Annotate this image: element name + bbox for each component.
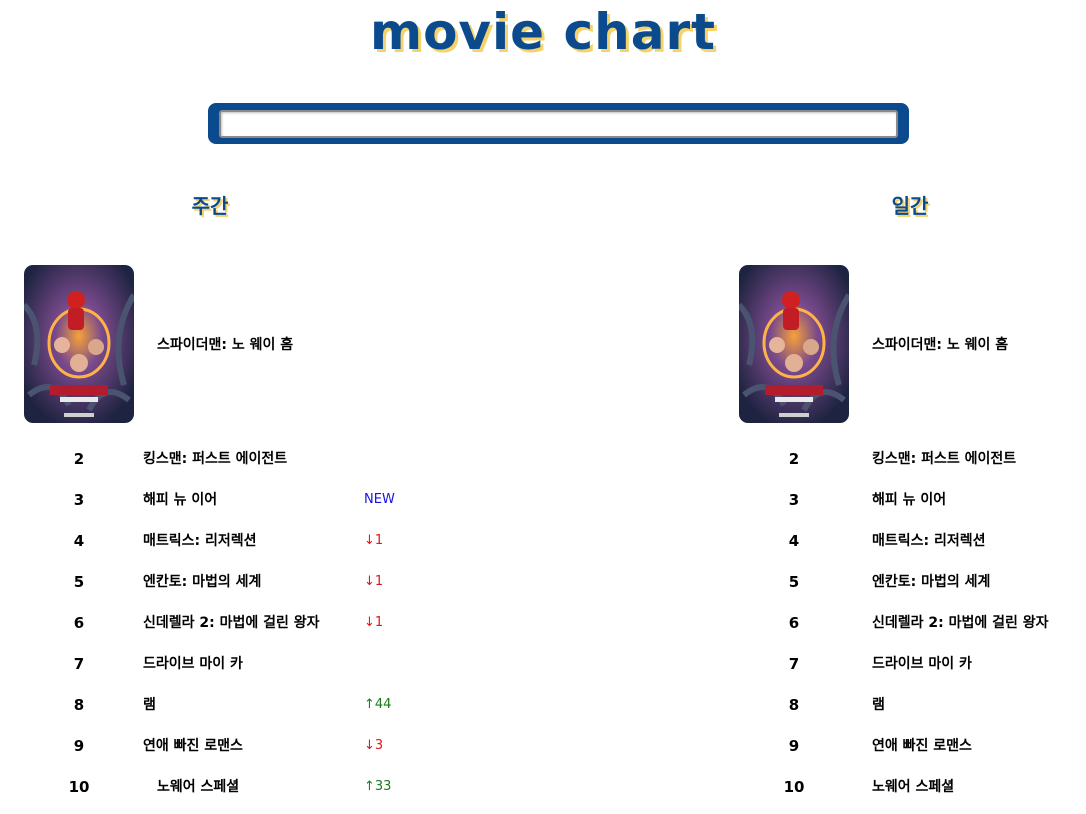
movie-title[interactable]: 신데렐라 2: 마법에 걸린 왕자 (143, 615, 320, 631)
rank-number: 6 (73, 614, 85, 632)
rank-number: 4 (73, 532, 85, 550)
chart-row[interactable]: 3 해피 뉴 이어 NEW (24, 489, 404, 511)
chart-row[interactable]: 2 킹스맨: 퍼스트 에이전트 (24, 448, 404, 470)
movie-title[interactable]: 매트릭스: 리저렉션 (872, 533, 986, 549)
movie-title[interactable]: 킹스맨: 퍼스트 에이전트 (143, 451, 288, 467)
movie-title[interactable]: 스파이더맨: 노 웨이 홈 (157, 337, 294, 353)
movie-title[interactable]: 엔칸토: 마법의 세계 (872, 574, 991, 590)
rank-number: 4 (788, 532, 800, 550)
rank-number: 9 (788, 737, 800, 755)
rank-number: 3 (73, 491, 85, 509)
daily-top-movie[interactable]: 스파이더맨: 노 웨이 홈 (739, 265, 1086, 423)
chart-row[interactable]: 7 드라이브 마이 카 (739, 653, 1086, 675)
rank-change-up: ↑44 (364, 697, 392, 712)
chart-row[interactable]: 9 연애 빠진 로맨스 ↓3 (24, 735, 404, 757)
rank-number: 7 (788, 655, 800, 673)
chart-row[interactable]: 10 노웨어 스페셜 (739, 776, 1086, 798)
poster-image (24, 265, 134, 423)
chart-row[interactable]: 6 신데렐라 2: 마법에 걸린 왕자 ↓1 (24, 612, 404, 634)
rank-number: 2 (788, 450, 800, 468)
weekly-top-movie[interactable]: 스파이더맨: 노 웨이 홈 (24, 265, 384, 423)
chart-row[interactable]: 7 드라이브 마이 카 (24, 653, 404, 675)
movie-title[interactable]: 드라이브 마이 카 (872, 656, 972, 672)
rank-change-new-badge: NEW (364, 492, 395, 507)
movie-title[interactable]: 램 (143, 697, 156, 713)
chart-row[interactable]: 4 매트릭스: 리저렉션 (739, 530, 1086, 552)
rank-change-down: ↓3 (364, 738, 384, 753)
chart-row[interactable]: 10 노웨어 스페셜 ↑33 (24, 776, 404, 798)
rank-number: 8 (788, 696, 800, 714)
movie-title[interactable]: 신데렐라 2: 마법에 걸린 왕자 (872, 615, 1049, 631)
movie-title[interactable]: 연애 빠진 로맨스 (872, 738, 972, 754)
chart-row[interactable]: 8 램 ↑44 (24, 694, 404, 716)
movie-title[interactable]: 연애 빠진 로맨스 (143, 738, 243, 754)
chart-row[interactable]: 8 램 (739, 694, 1086, 716)
rank-number: 5 (73, 573, 85, 591)
rank-change-down: ↓1 (364, 574, 384, 589)
rank-number: 10 (68, 778, 90, 796)
poster-image (739, 265, 849, 423)
chart-row[interactable]: 9 연애 빠진 로맨스 (739, 735, 1086, 757)
search-bar (208, 103, 909, 144)
rank-number: 10 (783, 778, 805, 796)
chart-row[interactable]: 6 신데렐라 2: 마법에 걸린 왕자 (739, 612, 1086, 634)
movie-title[interactable]: 해피 뉴 이어 (872, 492, 947, 508)
movie-poster[interactable] (739, 265, 849, 423)
rank-number: 7 (73, 655, 85, 673)
rank-number: 9 (73, 737, 85, 755)
search-input[interactable] (219, 110, 898, 138)
rank-number: 2 (73, 450, 85, 468)
movie-title[interactable]: 킹스맨: 퍼스트 에이전트 (872, 451, 1017, 467)
daily-heading: 일간 (891, 194, 929, 218)
rank-change-down: ↓1 (364, 615, 384, 630)
rank-number: 3 (788, 491, 800, 509)
weekly-heading: 주간 (191, 194, 229, 218)
movie-title[interactable]: 램 (872, 697, 885, 713)
movie-title[interactable]: 노웨어 스페셜 (157, 779, 240, 795)
chart-row[interactable]: 2 킹스맨: 퍼스트 에이전트 (739, 448, 1086, 470)
rank-number: 8 (73, 696, 85, 714)
page-title: movie chart (369, 3, 717, 61)
movie-title[interactable]: 드라이브 마이 카 (143, 656, 243, 672)
chart-row[interactable]: 3 해피 뉴 이어 (739, 489, 1086, 511)
rank-number: 6 (788, 614, 800, 632)
rank-number: 5 (788, 573, 800, 591)
movie-title[interactable]: 해피 뉴 이어 (143, 492, 218, 508)
movie-title[interactable]: 매트릭스: 리저렉션 (143, 533, 257, 549)
movie-title[interactable]: 스파이더맨: 노 웨이 홈 (872, 337, 1009, 353)
rank-change-up: ↑33 (364, 779, 392, 794)
chart-row[interactable]: 5 엔칸토: 마법의 세계 ↓1 (24, 571, 404, 593)
rank-change-down: ↓1 (364, 533, 384, 548)
movie-poster[interactable] (24, 265, 134, 423)
movie-title[interactable]: 노웨어 스페셜 (872, 779, 955, 795)
movie-title[interactable]: 엔칸토: 마법의 세계 (143, 574, 262, 590)
chart-row[interactable]: 5 엔칸토: 마법의 세계 (739, 571, 1086, 593)
chart-row[interactable]: 4 매트릭스: 리저렉션 ↓1 (24, 530, 404, 552)
